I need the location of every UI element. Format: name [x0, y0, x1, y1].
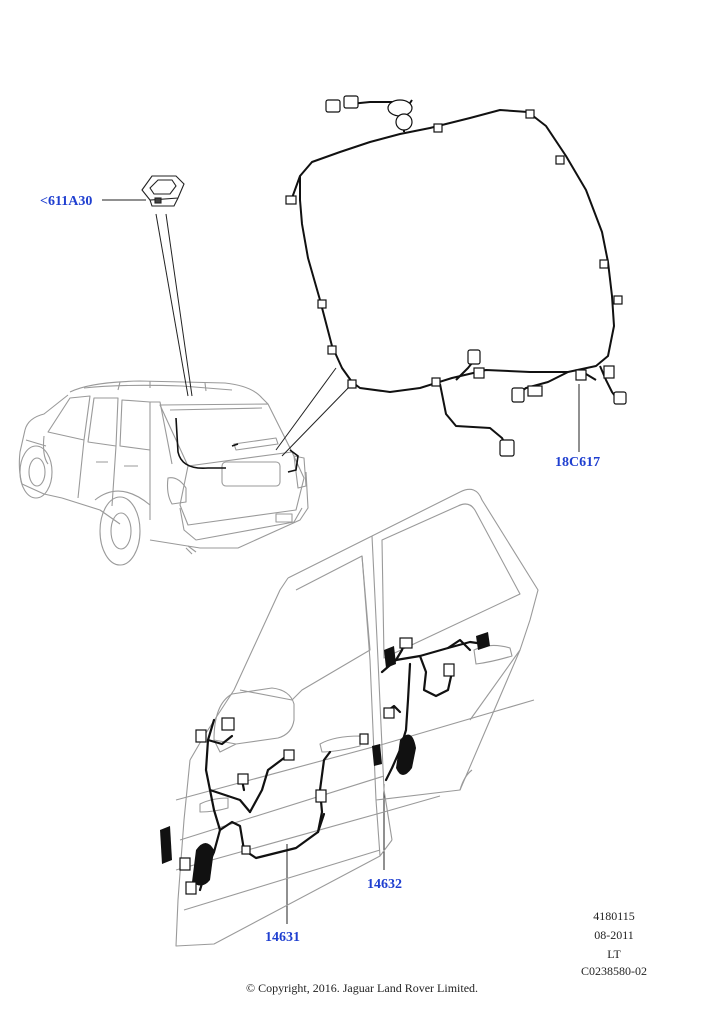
vehicle-outline: [18, 380, 309, 566]
door-harness-thick-sections: [160, 632, 490, 886]
callout-611a30[interactable]: <611A30: [40, 194, 93, 209]
callout-18c617[interactable]: 18C617: [555, 455, 601, 470]
leader-lines: [102, 199, 580, 924]
illustration-date: 08-2011: [594, 928, 634, 942]
harness-connectors: [285, 95, 627, 457]
callout-14632[interactable]: 14632: [367, 877, 402, 892]
illustration-number: 4180115: [593, 909, 635, 923]
callout-14631[interactable]: 14631: [265, 930, 300, 945]
side-doors-outline: [175, 488, 539, 947]
illustration-reference: C0238580-02: [581, 964, 647, 978]
copyright-notice: © Copyright, 2016. Jaguar Land Rover Lim…: [245, 981, 479, 995]
illustration-code: LT: [607, 947, 621, 961]
roof-lamp-component: [141, 175, 185, 207]
tailgate-harness: [291, 99, 619, 451]
tailgate-harness-on-vehicle: [175, 417, 299, 473]
door-connectors: [179, 637, 455, 895]
